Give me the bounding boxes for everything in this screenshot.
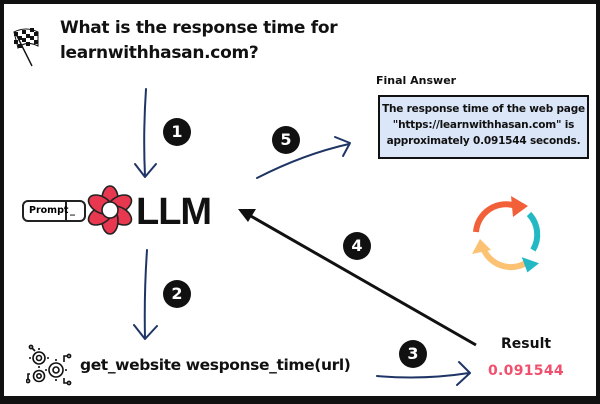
flow-arrows: [133, 88, 477, 386]
final-answer-line-3: approximately 0.091544 seconds.: [386, 135, 581, 147]
gears-icon: [26, 344, 72, 386]
question-line-2: learnwithhasan.com?: [60, 43, 259, 63]
function-call-text: get_website wesponse_time(url): [80, 356, 351, 374]
final-answer-line-1: The response time of the web page: [382, 103, 585, 115]
cycle-arrows-icon: [472, 196, 541, 273]
prompt-input-graphic: Prompt _: [22, 200, 86, 222]
final-answer-title: Final Answer: [376, 74, 457, 87]
step-badge-3: 3: [399, 340, 427, 368]
step-badge-2: 2: [163, 280, 191, 308]
question-text: What is the response time for learnwithh…: [60, 16, 338, 66]
step-badge-5: 5: [272, 126, 300, 154]
result-value: 0.091544: [488, 363, 564, 379]
step-badge-4: 4: [343, 232, 371, 260]
checkered-flag-icon: [13, 28, 39, 67]
prompt-label: Prompt: [24, 202, 68, 220]
step-badge-1: 1: [163, 118, 191, 146]
arrow-step-2: [133, 249, 158, 340]
arrow-step-3: [376, 361, 471, 386]
prompt-cursor: _: [70, 205, 75, 216]
arrow-step-4: [238, 209, 477, 347]
final-answer-line-2: "https://learnwithhasan.com" is: [392, 119, 575, 131]
arrow-step-1: [134, 88, 157, 178]
arrow-step-5: [256, 136, 351, 179]
question-line-1: What is the response time for: [60, 18, 338, 38]
llm-logo-icon: [87, 185, 133, 235]
llm-label: LLM: [136, 191, 212, 233]
result-label: Result: [501, 336, 552, 352]
final-answer-box: The response time of the web page "https…: [378, 95, 589, 159]
